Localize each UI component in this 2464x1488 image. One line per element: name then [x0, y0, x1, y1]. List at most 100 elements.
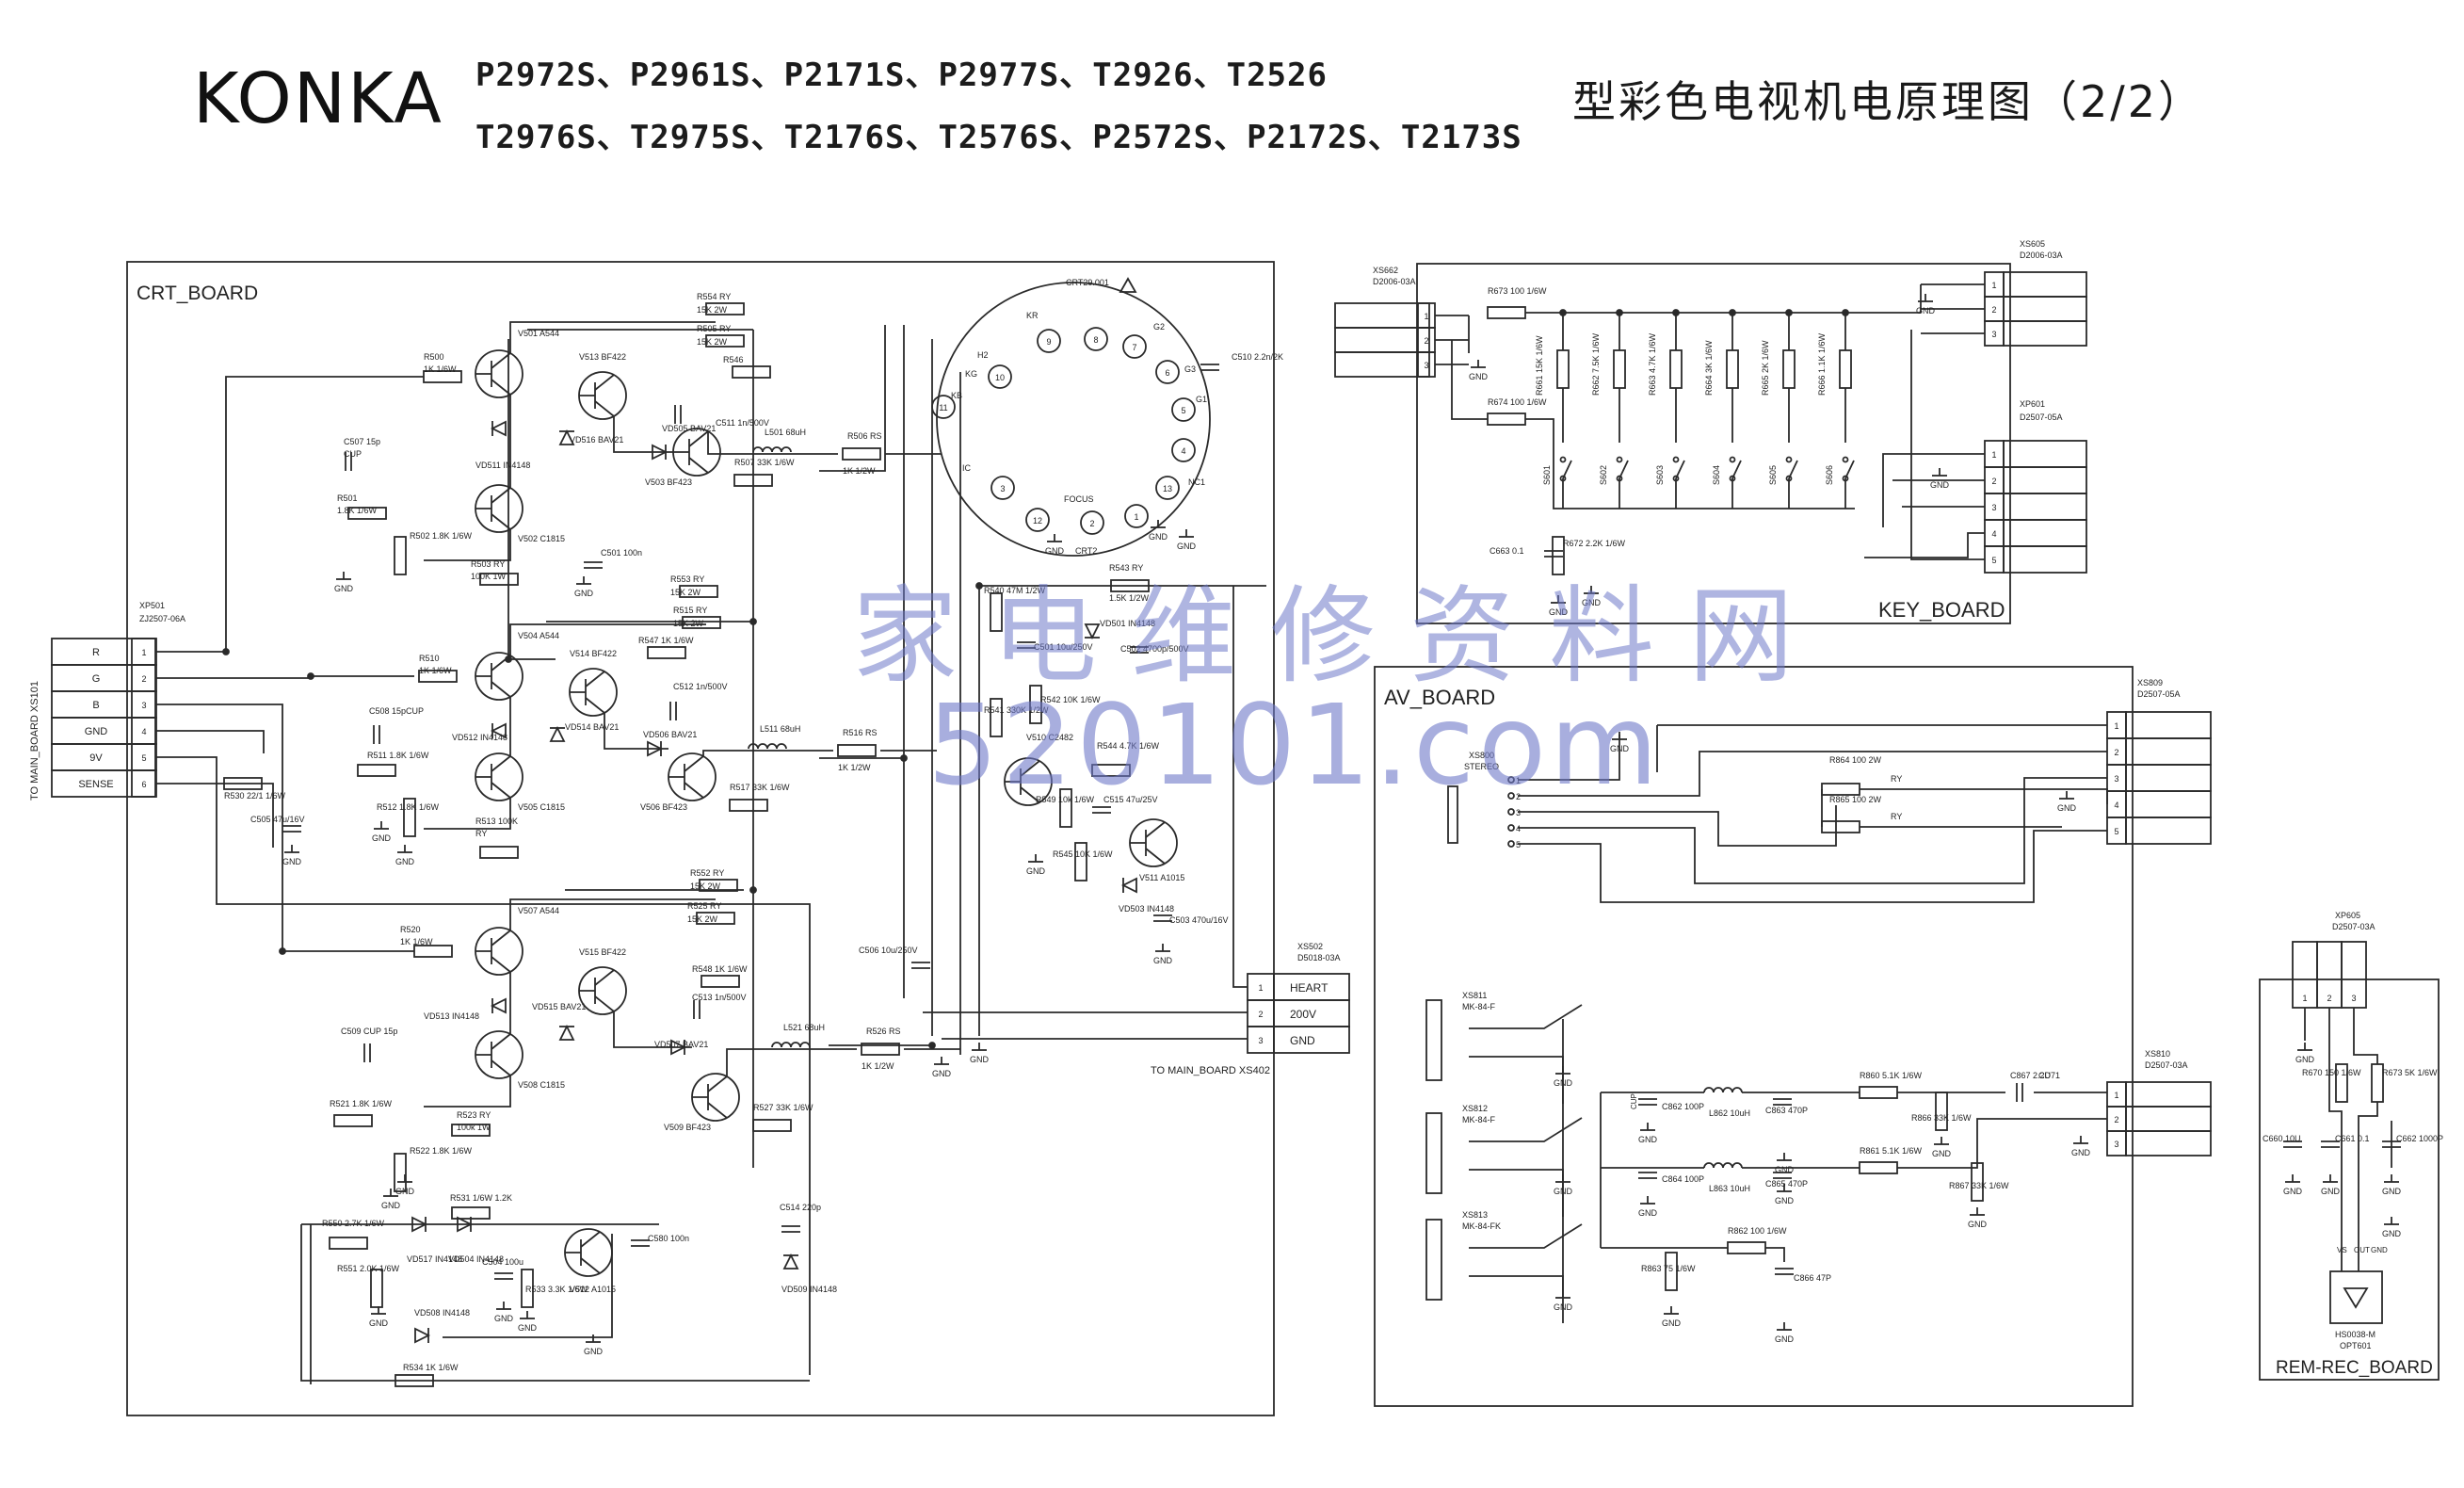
- resistor: [1029, 685, 1042, 724]
- resistor: [696, 912, 735, 925]
- ground-symbol: [397, 845, 412, 853]
- xp501-signal-label: SENSE: [78, 779, 113, 790]
- xs605-cell: [2003, 271, 2087, 298]
- xs809-ref: XS809: [2137, 678, 2163, 687]
- resistor: [329, 1237, 368, 1250]
- resistor: [729, 799, 768, 812]
- ground-label: GND: [2283, 1187, 2303, 1196]
- component-label: V511 A1015: [1139, 873, 1184, 882]
- ground-label: GND: [1968, 1220, 1988, 1229]
- component-label: R550 2.7K 1/6W: [322, 1219, 385, 1228]
- resistor: [1859, 1086, 1898, 1099]
- wire: [202, 704, 414, 952]
- xp501-signal-cell: [51, 638, 156, 666]
- xp501-pin-number: 6: [141, 780, 146, 789]
- component-label: R551 2.0K 1/6W: [337, 1264, 400, 1273]
- ground-label: GND: [1469, 372, 1489, 381]
- ground-label: GND: [1775, 1165, 1795, 1174]
- ground-symbol: [2059, 791, 2074, 800]
- wire: [509, 321, 716, 353]
- wire: [819, 325, 886, 472]
- ir-receiver-icon: [2343, 1287, 2369, 1309]
- transistor-symbol: [475, 1030, 523, 1079]
- ground-symbol: [1151, 520, 1166, 528]
- capacitor: [631, 1239, 650, 1247]
- resistor: [2335, 1063, 2348, 1103]
- crt-pin-label: G3: [1184, 364, 1196, 374]
- component-label: R515 RY: [673, 606, 707, 615]
- capacitor: [1773, 1172, 1792, 1179]
- component-label: CUP: [344, 449, 362, 459]
- transistor-symbol: [569, 668, 618, 717]
- ground-label: GND: [334, 584, 354, 593]
- component-label: R662 7.5K 1/6W: [1591, 332, 1601, 396]
- crt-pin-label: NC1: [1188, 477, 1205, 487]
- component-label: R863 75 1/6W: [1641, 1264, 1696, 1273]
- capacitor: [674, 405, 682, 424]
- resistor: [1074, 842, 1087, 881]
- ground-label: GND: [2295, 1055, 2315, 1064]
- wire: [1765, 1247, 1785, 1262]
- key-switch-label: S602: [1599, 465, 1608, 485]
- ground-symbol: [496, 1302, 511, 1310]
- component-label: R541 330K 1/2W: [984, 705, 1049, 715]
- component-label: VD511 IN4148: [475, 461, 530, 470]
- capacitor: [494, 1272, 513, 1280]
- component-label: R526 RS: [866, 1027, 901, 1036]
- ground-label: GND: [381, 1201, 401, 1210]
- key-switch: [1842, 456, 1855, 482]
- wire: [707, 431, 838, 455]
- component-label: C506 10u/250V: [859, 946, 918, 955]
- ground-label: GND: [369, 1318, 389, 1328]
- component-label: R540 47M 1/2W: [984, 586, 1046, 595]
- ground-symbol: [1777, 1153, 1792, 1161]
- ground-symbol: [1471, 360, 1486, 368]
- resistor: [699, 879, 738, 892]
- component-label: R507 33K 1/6W: [734, 458, 795, 467]
- component-label: VD507 BAV21: [654, 1040, 708, 1049]
- key-switch-label: S604: [1712, 465, 1721, 485]
- component-label: R501: [337, 493, 358, 503]
- capacitor: [693, 1000, 701, 1019]
- ground-label: GND: [1930, 480, 1950, 490]
- xp501-signal-cell: [51, 690, 156, 719]
- resistor: [394, 536, 407, 575]
- component-label: R525 RY: [687, 901, 721, 911]
- component-label: V513 BF422: [579, 352, 626, 362]
- wire: [2358, 1102, 2378, 1271]
- ground-label: GND: [2071, 1148, 2091, 1157]
- xp501-pin-cell: [131, 769, 157, 798]
- component-label: C503 470u/16V: [1169, 915, 1229, 925]
- component-label: R542 10K 1/6W: [1040, 695, 1101, 704]
- xp501-signal-cell: [51, 743, 156, 771]
- xs809-pin-number: 3: [2114, 774, 2118, 784]
- transistor-symbol: [668, 752, 717, 801]
- component-label: R500: [424, 352, 444, 362]
- transistor-symbol: [578, 966, 627, 1015]
- component-label: VD516 BAV21: [570, 435, 623, 445]
- xs809-cell: [2125, 790, 2212, 818]
- resistor: [679, 585, 718, 598]
- resistor: [2371, 1063, 2384, 1103]
- resistor: [413, 945, 453, 958]
- av-jack-body: [1425, 999, 1442, 1081]
- xs662-pin-number: 1: [1424, 312, 1428, 321]
- component-label: VD514 BAV21: [565, 722, 619, 732]
- xs810-pin-number: 3: [2114, 1140, 2118, 1149]
- wire: [2353, 1008, 2378, 1064]
- component-label: VD501 IN4148: [1100, 619, 1155, 628]
- xs809-pin-number: 2: [2114, 748, 2118, 757]
- xs800-pin-number: 3: [1516, 808, 1521, 817]
- component-label: VD515 BAV21: [532, 1002, 586, 1011]
- diode-symbol: [490, 722, 507, 739]
- ground-label: GND: [518, 1323, 538, 1333]
- warning-triangle-icon: [1119, 277, 1137, 293]
- brand-logo-text: KONKA: [193, 58, 443, 139]
- wire: [1451, 340, 1488, 420]
- ground-label: GND: [1638, 1208, 1658, 1218]
- resistor: [1859, 1161, 1898, 1174]
- component-label: 100K 1W: [471, 572, 507, 581]
- component-label: 15K 2W: [697, 337, 728, 347]
- resistor: [1839, 349, 1852, 389]
- resistor: [357, 764, 396, 777]
